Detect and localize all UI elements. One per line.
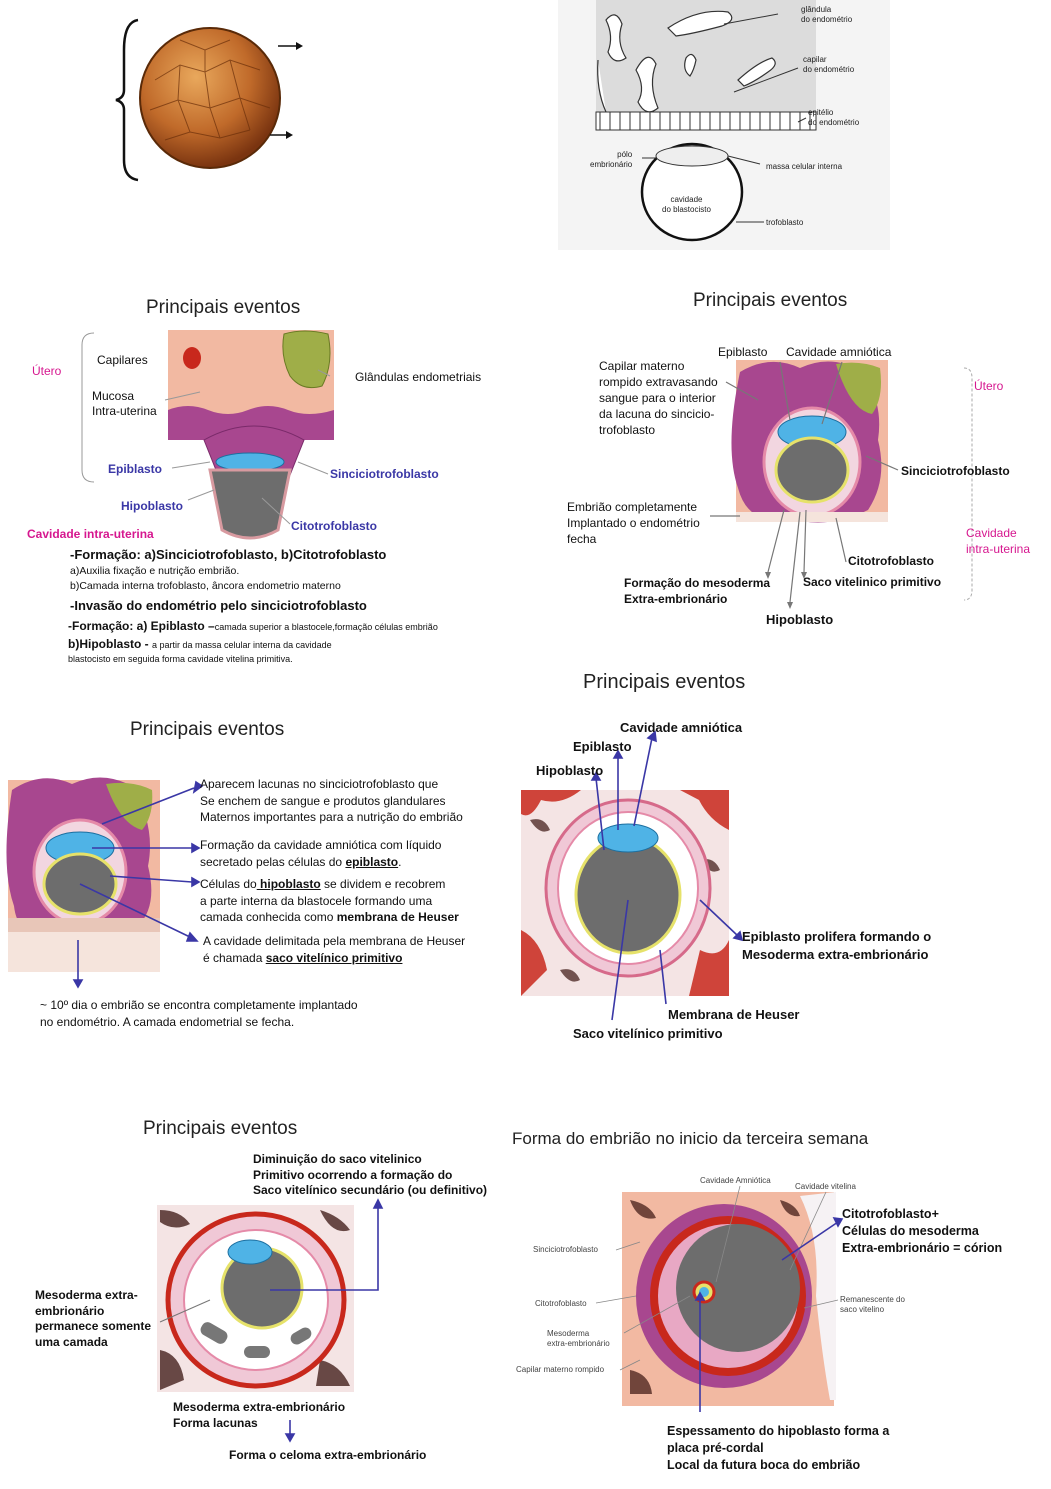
label-citotrofoblasto: Citotrofoblasto — [848, 554, 934, 568]
label-embryonic-pole: pólo embrionário — [590, 150, 633, 169]
label-remanescente: Remanescente do saco vitelino — [840, 1295, 905, 1314]
label-cavidade-amniotica: Cavidade amniótica — [786, 345, 892, 359]
label-hipoblasto: Hipoblasto — [766, 612, 834, 627]
label-epithelium: epitélio do endométrio — [808, 108, 860, 127]
label-corion: Citotrofoblasto+ Células do mesoderma Ex… — [842, 1207, 1003, 1255]
label-cavidade-vitelina: Cavidade vitelina — [795, 1182, 856, 1191]
label-utero: Útero — [32, 364, 62, 378]
panel-blastocyst — [110, 10, 310, 190]
panel7-title: Forma do embrião no inicio da terceira s… — [512, 1129, 869, 1148]
label-membrana-heuser: Membrana de Heuser — [668, 1007, 800, 1022]
label-capilar-rompido: Capilar materno rompido — [516, 1365, 605, 1374]
label-cavidade-intra-uterina: Cavidade intra-uterina — [966, 526, 1031, 556]
label-saco-vitelinico: Saco vitelinico primitivo — [803, 575, 942, 589]
panel5-title: Principais eventos — [583, 671, 746, 693]
text-line-4: -Invasão do endométrio pelo sinciciotrof… — [70, 598, 367, 613]
text-line-2: a)Auxilia fixação e nutrição embrião. — [70, 565, 240, 577]
label-espessamento-hipoblasto: Espessamento do hipoblasto forma a placa… — [667, 1424, 890, 1472]
label-cavidade-amniotica: Cavidade amniótica — [620, 720, 743, 735]
label-saco-vitelinico-primitivo: Saco vitelínico primitivo — [573, 1026, 723, 1041]
label-embriao-implantado: Embrião completamente Implantado o endom… — [567, 500, 700, 546]
panel6-title: Principais eventos — [143, 1118, 298, 1139]
text-line-1: -Formação: a)Sinciciotrofoblasto, b)Cito… — [70, 547, 387, 562]
label-cavidade-intra-uterina: Cavidade intra-uterina — [27, 527, 154, 541]
label-citotrofoblasto: Citotrofoblasto — [291, 519, 377, 533]
label-cavity: cavidade do blastocisto — [662, 195, 711, 214]
note-hipoblasto: Células do hipoblasto se dividem e recob… — [200, 877, 459, 924]
label-glandulas: Glândulas endometriais — [355, 370, 482, 384]
text-line-6: b)Hipoblasto - a partir da massa celular… — [68, 637, 332, 651]
text-line-7: blastocisto em seguida forma cavidade vi… — [68, 654, 293, 664]
label-cavidade-amniotica: Cavidade Amniótica — [700, 1176, 771, 1185]
blastocyst-illustration — [115, 18, 303, 182]
label-mesoderma-uma-camada: Mesoderma extra- embrionário permanece s… — [35, 1288, 152, 1349]
text-line-5: -Formação: a) Epiblasto –camada superior… — [68, 619, 438, 633]
capillary-icon — [183, 347, 201, 369]
label-formacao-mesoderma: Formação do mesoderma Extra-embrionário — [624, 576, 771, 606]
note-saco-vitelinico: A cavidade delimitada pela membrana de H… — [203, 934, 466, 965]
label-utero: Útero — [974, 379, 1004, 393]
brace-icon — [115, 18, 139, 182]
panel-implantation-sketch: glândula do endométrio capilar do endomé… — [558, 0, 890, 250]
label-trophoblast: trofoblasto — [766, 218, 804, 227]
note-lacunas: Aparecem lacunas no sinciciotrofoblasto … — [200, 777, 463, 824]
label-capilar-materno: Capilar materno rompido extravasando san… — [599, 359, 718, 437]
label-hipoblasto: Hipoblasto — [121, 499, 183, 513]
label-epiblasto: Epiblasto — [718, 345, 768, 359]
label-gland: glândula do endométrio — [801, 5, 853, 24]
label-diminuicao-saco: Diminuição do saco vitelinico Primitivo … — [253, 1152, 488, 1197]
label-sinciciotrofoblasto: Sinciciotrofoblasto — [330, 467, 439, 481]
label-mucosa: Mucosa Intra-uterina — [92, 389, 157, 418]
panel3-title: Principais eventos — [693, 290, 848, 311]
label-capillary: capilar do endométrio — [803, 55, 855, 74]
endometrium-sketch — [595, 0, 817, 242]
text-line-3: b)Camada interna trofoblasto, âncora end… — [70, 580, 341, 592]
note-cavidade-amniotica: Formação da cavidade amniótica com líqui… — [200, 838, 442, 869]
note-10-dia: ~ 10º dia o embrião se encontra completa… — [40, 998, 358, 1029]
label-capilares: Capilares — [97, 353, 148, 367]
label-epiblasto: Epiblasto — [108, 462, 163, 476]
label-mesoderma-lacunas: Mesoderma extra-embrionário Forma lacuna… — [173, 1400, 346, 1430]
label-mesoderma-extra: Mesoderma extra-embrionário — [547, 1329, 610, 1348]
panel2-title: Principais eventos — [146, 297, 301, 318]
label-citotrofoblasto: Citotrofoblasto — [535, 1299, 587, 1308]
panel4-title: Principais eventos — [130, 719, 285, 740]
label-inner-cell-mass: massa celular interna — [766, 162, 843, 171]
label-sinciciotrofoblasto: Sinciciotrofoblasto — [901, 464, 1010, 478]
label-hipoblasto: Hipoblasto — [536, 763, 604, 778]
label-epiblasto-prolifera: Epiblasto prolifera formando o Mesoderma… — [742, 929, 932, 962]
label-sinciciotrofoblasto: Sinciciotrofoblasto — [533, 1245, 598, 1254]
label-celoma: Forma o celoma extra-embrionário — [229, 1448, 427, 1462]
label-epiblasto: Epiblasto — [573, 739, 632, 754]
